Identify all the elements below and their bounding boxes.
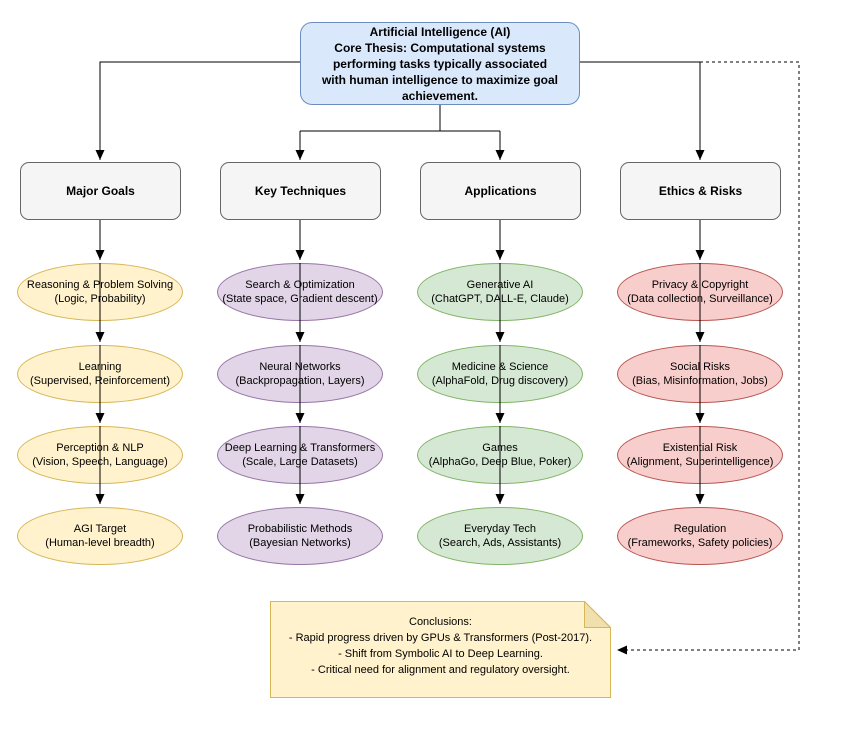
node-title: Reasoning & Problem Solving xyxy=(26,279,174,291)
node-title: Learning xyxy=(78,361,122,373)
header-major-goals: Major Goals xyxy=(20,162,181,220)
node-subtitle: (ChatGPT, DALL-E, Claude) xyxy=(431,293,569,305)
node-title: Perception & NLP xyxy=(56,442,144,454)
node-title: Social Risks xyxy=(670,361,730,373)
node-title: Medicine & Science xyxy=(451,361,549,373)
node-privacy-copyright: Privacy & Copyright (Data collection, Su… xyxy=(617,263,783,321)
node-agi-target: AGI Target (Human-level breadth) xyxy=(17,507,183,565)
node-subtitle: (AlphaGo, Deep Blue, Poker) xyxy=(428,456,572,468)
node-subtitle: (AlphaFold, Drug discovery) xyxy=(431,375,569,387)
node-subtitle: (Bayesian Networks) xyxy=(249,537,351,549)
node-subtitle: (Search, Ads, Assistants) xyxy=(438,537,562,549)
node-subtitle: (Logic, Probability) xyxy=(54,293,146,305)
node-subtitle: (Human-level breadth) xyxy=(45,537,155,549)
node-everyday-tech: Everyday Tech (Search, Ads, Assistants) xyxy=(417,507,583,565)
node-subtitle: (Backpropagation, Layers) xyxy=(235,375,365,387)
node-subtitle: (Frameworks, Safety policies) xyxy=(627,537,773,549)
edge-root-to-major-goals xyxy=(95,61,300,160)
node-title: Existential Risk xyxy=(662,442,738,454)
node-reasoning-problem-solving: Reasoning & Problem Solving (Logic, Prob… xyxy=(17,263,183,321)
node-subtitle: (Bias, Misinformation, Jobs) xyxy=(632,375,768,387)
node-title: Probabilistic Methods xyxy=(247,523,353,535)
root-node-ai-core-thesis: Artificial Intelligence (AI) Core Thesis… xyxy=(300,22,580,105)
node-title: Privacy & Copyright xyxy=(651,279,749,291)
node-subtitle: (Vision, Speech, Language) xyxy=(32,456,168,468)
node-social-risks: Social Risks (Bias, Misinformation, Jobs… xyxy=(617,345,783,403)
node-subtitle: (Supervised, Reinforcement) xyxy=(29,375,170,387)
node-title: Deep Learning & Transformers xyxy=(224,442,376,454)
header-ethics-risks: Ethics & Risks xyxy=(620,162,781,220)
node-title: Search & Optimization xyxy=(245,279,355,291)
node-learning: Learning (Supervised, Reinforcement) xyxy=(17,345,183,403)
node-games: Games (AlphaGo, Deep Blue, Poker) xyxy=(417,426,583,484)
node-existential-risk: Existential Risk (Alignment, Superintell… xyxy=(617,426,783,484)
node-probabilistic-methods: Probabilistic Methods (Bayesian Networks… xyxy=(217,507,383,565)
node-title: Neural Networks xyxy=(259,361,341,373)
node-perception-nlp: Perception & NLP (Vision, Speech, Langua… xyxy=(17,426,183,484)
node-generative-ai: Generative AI (ChatGPT, DALL-E, Claude) xyxy=(417,263,583,321)
node-subtitle: (Data collection, Surveillance) xyxy=(627,293,773,305)
node-title: Games xyxy=(482,442,518,454)
header-applications: Applications xyxy=(420,162,581,220)
node-title: Generative AI xyxy=(466,279,534,291)
node-deep-learning-transformers: Deep Learning & Transformers (Scale, Lar… xyxy=(217,426,383,484)
node-subtitle: (Alignment, Superintelligence) xyxy=(626,456,774,468)
node-title: Regulation xyxy=(673,523,727,535)
edge-root-to-ethics-risks xyxy=(580,61,705,160)
header-key-techniques: Key Techniques xyxy=(220,162,381,220)
node-neural-networks: Neural Networks (Backpropagation, Layers… xyxy=(217,345,383,403)
node-regulation: Regulation (Frameworks, Safety policies) xyxy=(617,507,783,565)
node-search-optimization: Search & Optimization (State space, Grad… xyxy=(217,263,383,321)
node-subtitle: (Scale, Large Datasets) xyxy=(242,456,358,468)
node-medicine-science: Medicine & Science (AlphaFold, Drug disc… xyxy=(417,345,583,403)
node-title: Everyday Tech xyxy=(464,523,536,535)
conclusions-note-text: Conclusions: - Rapid progress driven by … xyxy=(288,616,593,676)
note-body xyxy=(270,601,611,698)
node-title: AGI Target xyxy=(73,523,127,535)
node-subtitle: (State space, Gradient descent) xyxy=(222,293,378,305)
